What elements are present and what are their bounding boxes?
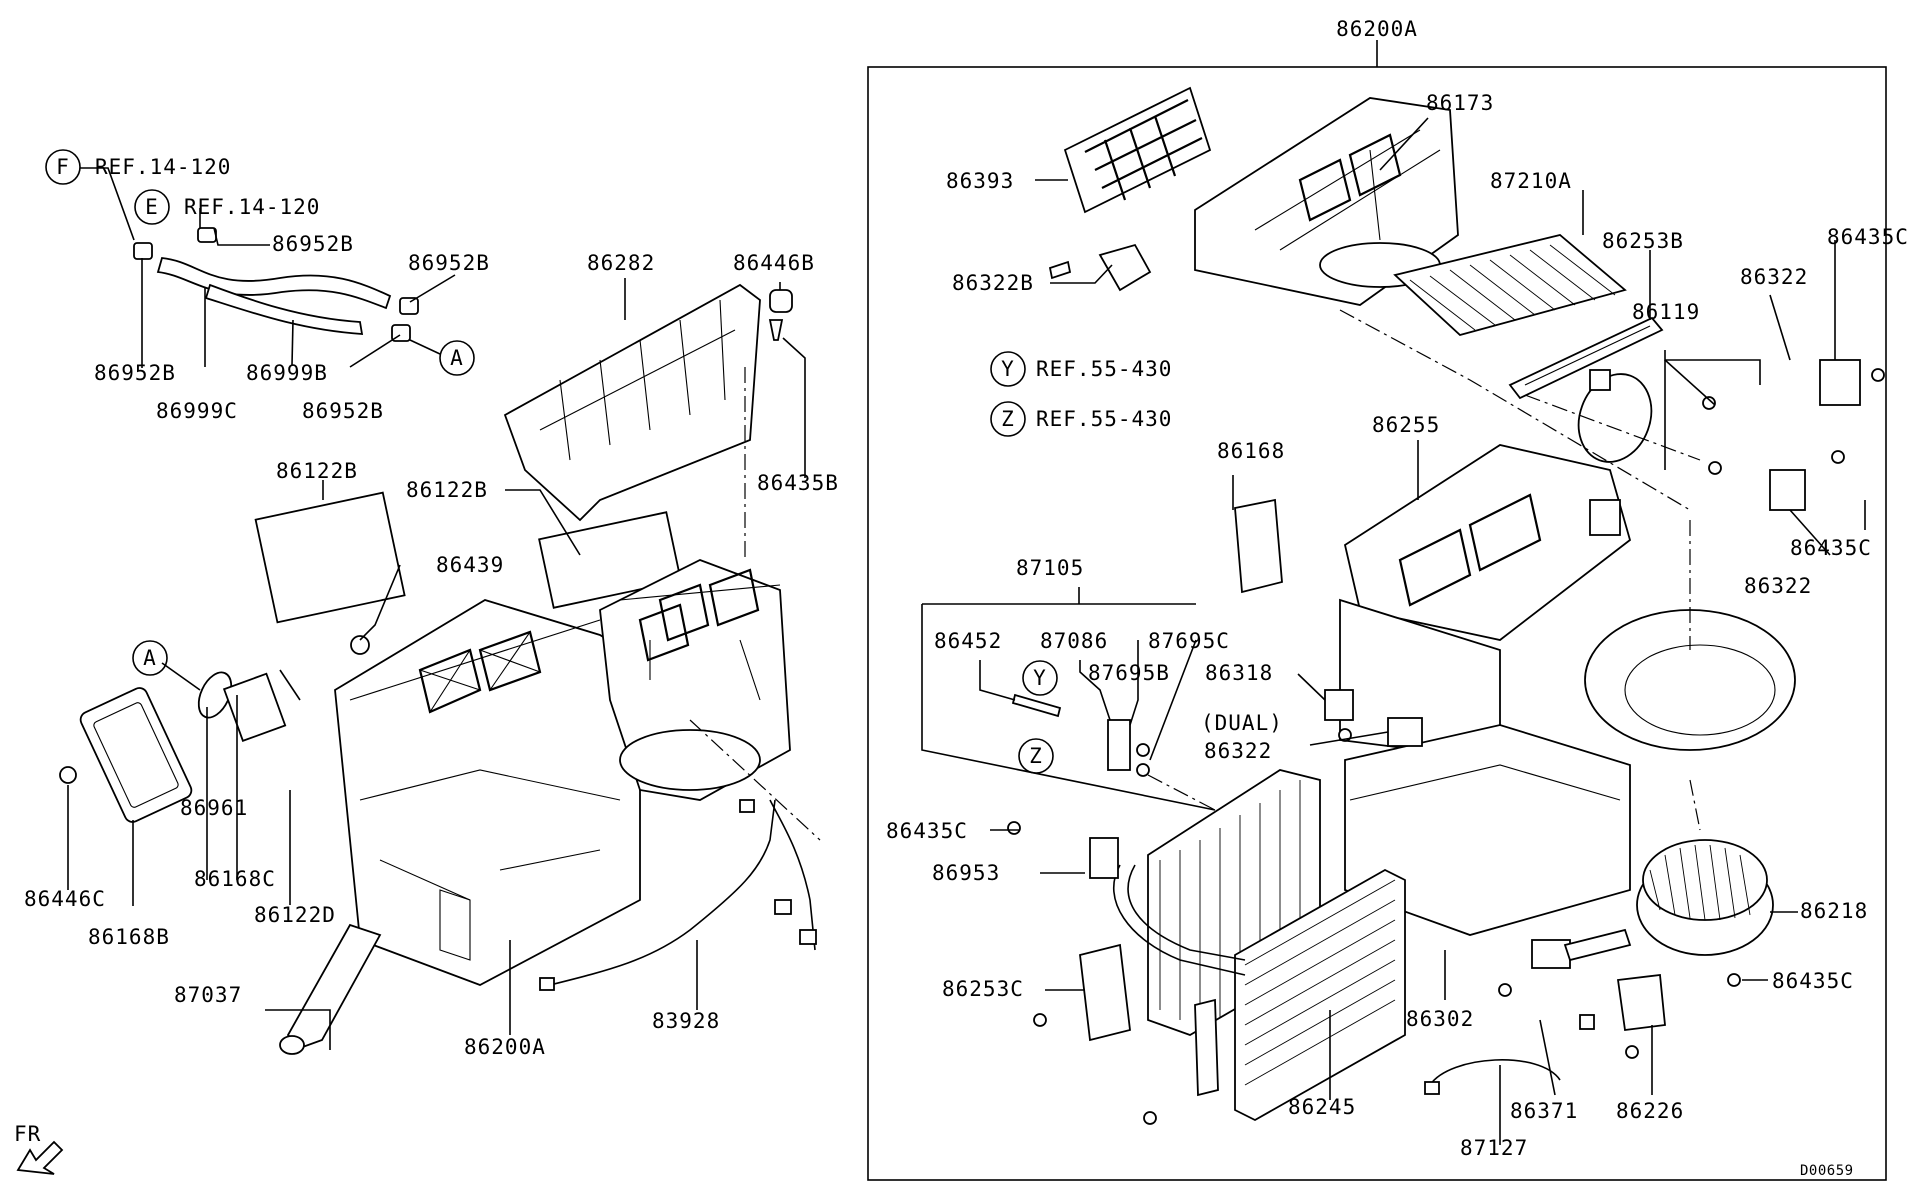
label-86168b: 86168B	[88, 925, 170, 949]
label-86245: 86245	[1288, 1095, 1356, 1119]
fr-direction-arrow	[16, 1140, 64, 1175]
pipe-assembly-86253C	[1079, 864, 1246, 1097]
label-86961: 86961	[180, 796, 248, 820]
label-86168: 86168	[1217, 439, 1285, 463]
label-86952b-b: 86952B	[408, 251, 490, 275]
label-86952b-a: 86952B	[272, 232, 354, 256]
label-86122b-b: 86122B	[406, 478, 488, 502]
label-ref-14-120-f: REF.14-120	[95, 155, 231, 179]
label-86322-b: 86322	[1744, 574, 1812, 598]
label-86200a-bottom: 86200A	[464, 1035, 546, 1059]
callout-y-part: Y	[1033, 666, 1047, 690]
air-guide-duct	[503, 283, 793, 522]
label-86371: 86371	[1510, 1099, 1578, 1123]
label-86200a-top: 86200A	[1336, 17, 1418, 41]
label-86435c-c: 86435C	[886, 819, 968, 843]
label-86318: 86318	[1205, 661, 1273, 685]
right-leader-lines	[921, 117, 1866, 1145]
lower-case-86302	[1344, 724, 1631, 936]
heater-core-86245	[1234, 868, 1406, 1122]
left-hose-87037	[279, 923, 382, 1055]
label-ref-55-430-y: REF.55-430	[1036, 357, 1172, 381]
label-86953: 86953	[932, 861, 1000, 885]
label-86282: 86282	[587, 251, 655, 275]
callout-letters: F E A A Y Z Y Z	[56, 155, 1047, 768]
label-86446b: 86446B	[733, 251, 815, 275]
callout-y-ref: Y	[1001, 357, 1015, 381]
label-drawing-number: D00659	[1800, 1163, 1854, 1179]
blower-case-86173	[1194, 97, 1459, 306]
label-86446c: 86446C	[24, 887, 106, 911]
label-87105: 87105	[1016, 556, 1084, 580]
left-hvac-unit	[334, 559, 791, 986]
left-gaskets	[79, 491, 682, 823]
label-86439: 86439	[436, 553, 504, 577]
callout-f: F	[56, 155, 70, 179]
label-86322-a: 86322	[1740, 265, 1808, 289]
label-86218: 86218	[1800, 899, 1868, 923]
right-screws	[1007, 368, 1885, 1125]
label-86302: 86302	[1406, 1007, 1474, 1031]
label-86253c: 86253C	[942, 977, 1024, 1001]
label-86255: 86255	[1372, 413, 1440, 437]
label-87127: 87127	[1460, 1136, 1528, 1160]
label-86168c: 86168C	[194, 867, 276, 891]
label-87695c: 87695C	[1148, 629, 1230, 653]
label-86435b: 86435B	[757, 471, 839, 495]
actuator-86322B	[1048, 243, 1152, 292]
label-86119: 86119	[1632, 300, 1700, 324]
label-fr: FR	[14, 1122, 41, 1146]
label-86999b: 86999B	[246, 361, 328, 385]
label-86435c-b: 86435C	[1790, 536, 1872, 560]
label-ref-55-430-z: REF.55-430	[1036, 407, 1172, 431]
left-leader-lines	[67, 167, 821, 1050]
callout-a-left: A	[143, 646, 157, 670]
expansion-valve-87105	[1011, 693, 1150, 777]
callout-z-ref: Z	[1001, 407, 1015, 431]
label-86253b: 86253B	[1602, 229, 1684, 253]
cabin-filter-87210A	[1393, 234, 1627, 336]
part-labels: 86200A REF.14-120 REF.14-120 86952B 8695…	[14, 17, 1907, 1179]
callout-circles	[45, 149, 1058, 774]
label-86952b-c: 86952B	[94, 361, 176, 385]
heater-case-86255	[1339, 444, 1796, 762]
right-small-parts	[1089, 359, 1861, 1095]
blower-motor-86218	[1636, 839, 1774, 956]
hose-assembly	[133, 227, 419, 342]
label-86122b-a: 86122B	[276, 459, 358, 483]
left-screws	[59, 319, 784, 784]
label-86122d: 86122D	[254, 903, 336, 927]
label-ref-14-120-e: REF.14-120	[184, 195, 320, 219]
label-86999c: 86999C	[156, 399, 238, 423]
label-83928: 83928	[652, 1009, 720, 1033]
callout-z-part: Z	[1029, 744, 1043, 768]
label-86952b-d: 86952B	[302, 399, 384, 423]
label-87695b: 87695B	[1088, 661, 1170, 685]
air-filter-86393	[1063, 86, 1212, 214]
label-87086: 87086	[1040, 629, 1108, 653]
filter-cover-86253B	[1508, 316, 1664, 400]
label-86322b: 86322B	[952, 271, 1034, 295]
label-86452: 86452	[934, 629, 1002, 653]
label-86393: 86393	[946, 169, 1014, 193]
label-86322-c: 86322	[1204, 739, 1272, 763]
label-86435c-d: 86435C	[1772, 969, 1854, 993]
label-86226: 86226	[1616, 1099, 1684, 1123]
callout-a-right: A	[450, 346, 464, 370]
label-86435c-a: 86435C	[1827, 225, 1907, 249]
wiring-harness-83928	[539, 799, 817, 991]
label-87210a: 87210A	[1490, 169, 1572, 193]
label-86173: 86173	[1426, 91, 1494, 115]
callout-e: E	[145, 195, 159, 219]
label-87037: 87037	[174, 983, 242, 1007]
label-dual: (DUAL)	[1201, 711, 1283, 735]
